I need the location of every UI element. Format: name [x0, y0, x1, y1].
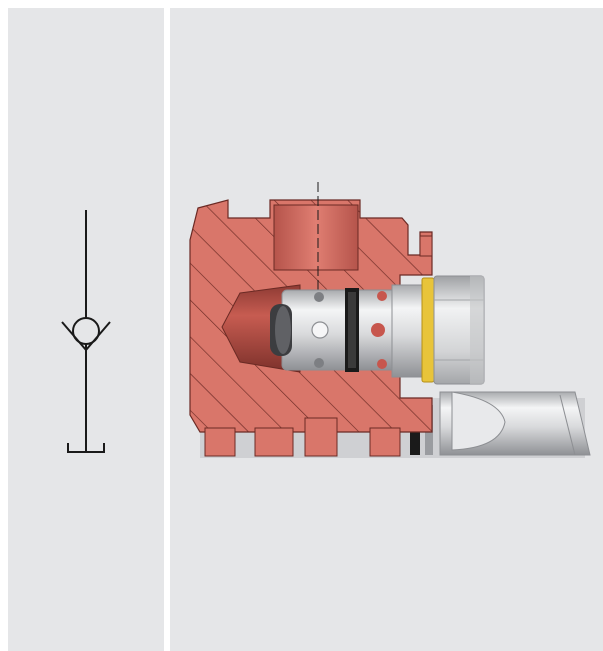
inlet-port	[273, 204, 359, 271]
check-valve-symbol-lines	[61, 210, 111, 453]
red-port-hole	[371, 323, 385, 337]
housing-lower-details	[204, 417, 401, 457]
cross-hole	[311, 321, 329, 339]
backup-ring	[421, 277, 435, 383]
hex-head	[433, 275, 485, 385]
cartridge	[270, 284, 433, 378]
tank-symbol-icon	[67, 443, 105, 453]
symbol-panel	[8, 8, 164, 651]
